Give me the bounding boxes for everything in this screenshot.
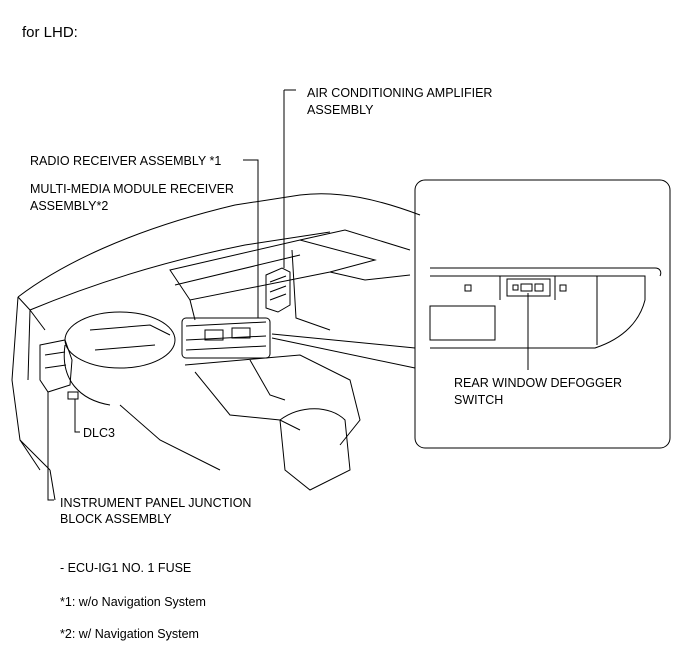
footnote-2: *2: w/ Navigation System xyxy=(60,627,199,641)
ac-amplifier-label-line1: AIR CONDITIONING AMPLIFIER xyxy=(307,86,493,100)
footnote-1: *1: w/o Navigation System xyxy=(60,595,206,609)
defogger-switch-label-line2: SWITCH xyxy=(454,393,504,407)
multimedia-module-label-line1: MULTI-MEDIA MODULE RECEIVER xyxy=(30,182,234,196)
junction-block-label-line2: BLOCK ASSEMBLY xyxy=(60,512,172,526)
defogger-switch-label-line1: REAR WINDOW DEFOGGER xyxy=(454,376,623,390)
dlc3-label: DLC3 xyxy=(83,426,115,440)
radio-receiver-label: RADIO RECEIVER ASSEMBLY *1 xyxy=(30,154,222,168)
ac-amplifier-label-line2: ASSEMBLY xyxy=(307,103,374,117)
multimedia-module-label-line2: ASSEMBLY*2 xyxy=(30,199,109,213)
fuse-note: - ECU-IG1 NO. 1 FUSE xyxy=(60,561,192,575)
page-title: for LHD: xyxy=(22,24,78,41)
junction-block-label-line1: INSTRUMENT PANEL JUNCTION xyxy=(60,496,252,510)
